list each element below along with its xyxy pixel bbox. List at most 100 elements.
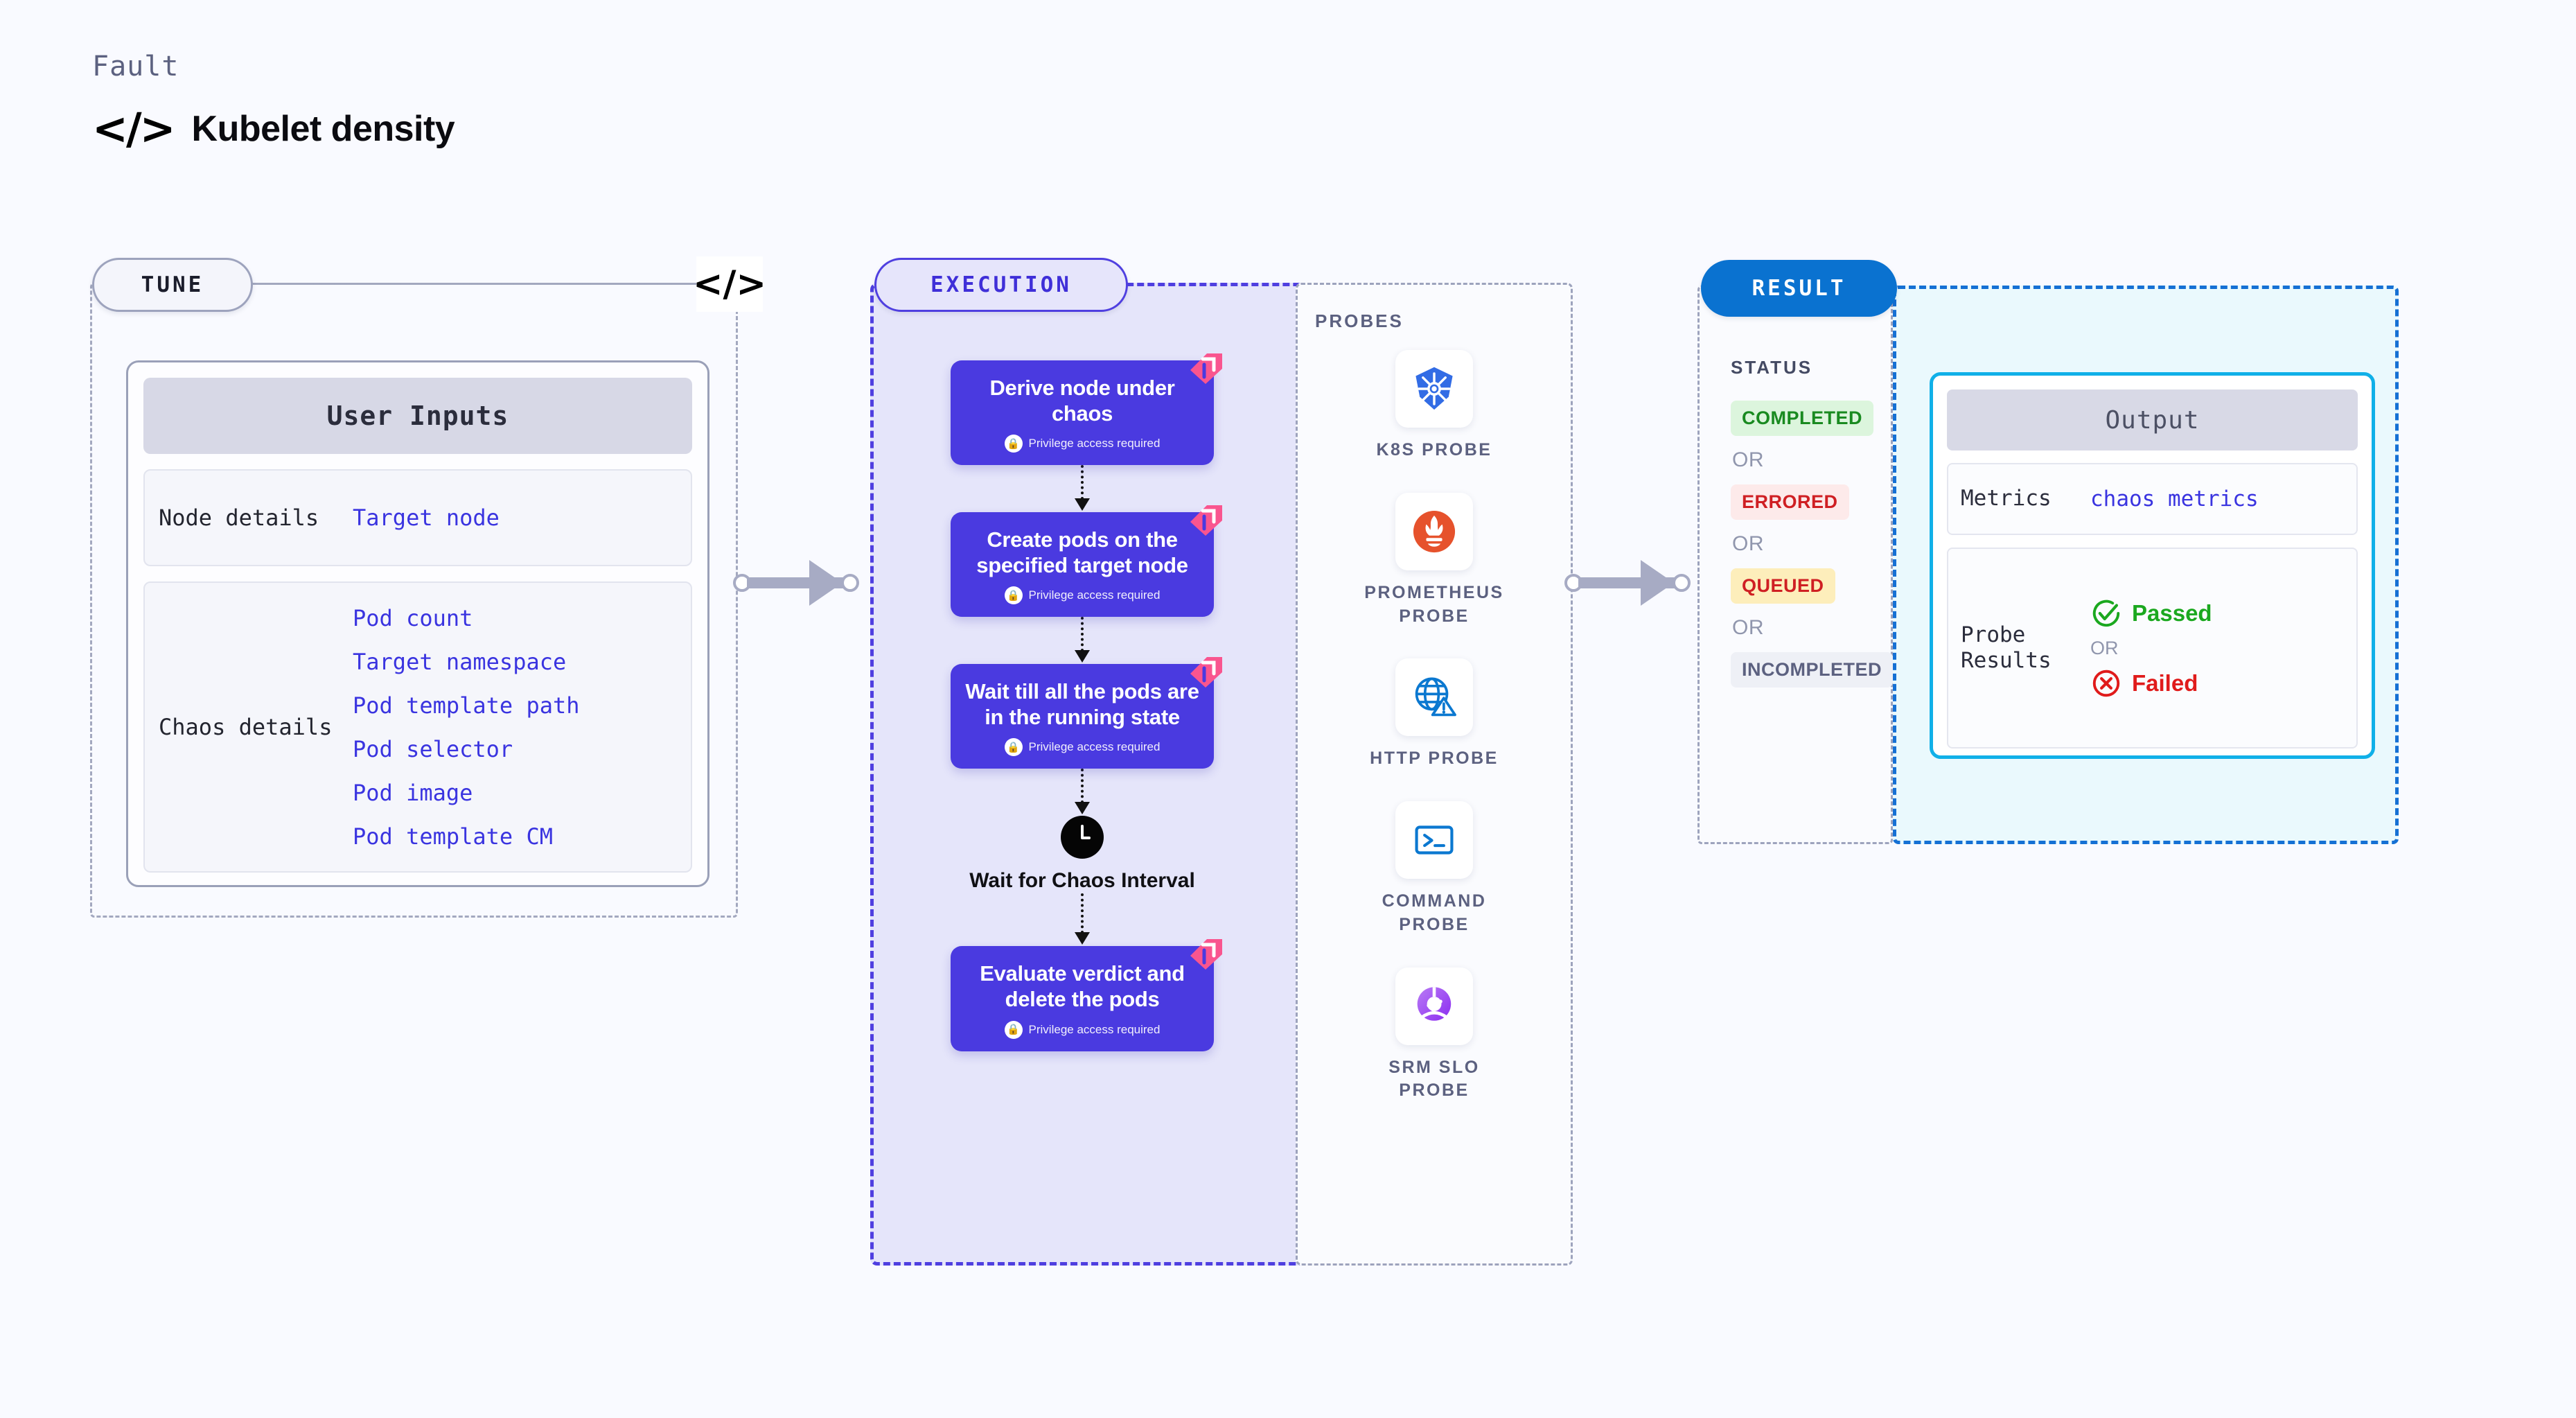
probe-item-k8s[interactable]: K8S PROBE xyxy=(1377,350,1492,462)
lock-icon: 🔒 xyxy=(1004,586,1023,605)
input-target-namespace[interactable]: Target namespace xyxy=(353,648,567,675)
probe-label: K8S PROBE xyxy=(1376,440,1492,459)
probe-label: COMMAND PROBE xyxy=(1382,891,1487,934)
tune-top-dash xyxy=(253,283,714,285)
probes-title: PROBES xyxy=(1315,310,1404,331)
output-metrics-label: Metrics xyxy=(1961,486,2052,511)
lock-icon: 🔒 xyxy=(1004,435,1023,453)
output-metrics-value[interactable]: chaos metrics xyxy=(2090,487,2259,511)
status-list: COMPLETED OR ERRORED OR QUEUED OR INCOMP… xyxy=(1731,401,1894,688)
probe-tile xyxy=(1395,967,1473,1045)
row-label-node-details: Node details xyxy=(159,504,319,531)
arrow-end-dot xyxy=(1673,574,1691,592)
row-label-chaos-details: Chaos details xyxy=(159,713,333,740)
probe-label: SRM SLO PROBE xyxy=(1388,1057,1480,1101)
execution-flow: Derive node under chaos 🔒 Privilege acce… xyxy=(951,353,1222,1051)
http-globe-icon xyxy=(1415,677,1456,717)
status-badge-completed: COMPLETED xyxy=(1731,401,1874,436)
probe-item-http[interactable]: HTTP PROBE xyxy=(1370,658,1499,771)
status-badge-errored: ERRORED xyxy=(1731,484,1849,520)
probes-list: K8S PROBE PROMETHEUS PROBE xyxy=(1358,350,1510,1103)
flow-node-create-pods[interactable]: Create pods on the specified target node… xyxy=(951,505,1222,618)
code-icon: </> xyxy=(92,103,176,154)
srm-slo-icon xyxy=(1417,986,1452,1021)
status-region xyxy=(1697,286,1893,844)
privilege-note-text: Privilege access required xyxy=(1028,1022,1161,1036)
flow-connector xyxy=(951,769,1214,816)
lock-icon: 🔒 xyxy=(1004,738,1023,757)
flow-node-evaluate-verdict[interactable]: Evaluate verdict and delete the pods 🔒 P… xyxy=(951,939,1222,1051)
input-pod-template-path[interactable]: Pod template path xyxy=(353,692,580,719)
connector-arrow xyxy=(1075,802,1090,815)
flow-node-derive-node[interactable]: Derive node under chaos 🔒 Privilege acce… xyxy=(951,353,1222,466)
terminal-icon xyxy=(1415,825,1454,855)
input-pod-selector[interactable]: Pod selector xyxy=(353,735,513,762)
status-or: OR xyxy=(1732,448,1764,471)
input-pod-count[interactable]: Pod count xyxy=(353,604,473,631)
harness-flag-icon xyxy=(1190,353,1222,384)
connector-arrow xyxy=(1075,650,1090,663)
connector-line xyxy=(1081,465,1084,500)
output-card-title: Output xyxy=(1947,389,2358,450)
table-row: Metrics chaos metrics xyxy=(1947,463,2358,535)
arrow-end-dot xyxy=(841,574,859,592)
flow-node-title: Evaluate verdict and delete the pods xyxy=(980,961,1185,1012)
probe-label: HTTP PROBE xyxy=(1370,749,1499,769)
status-badge-queued: QUEUED xyxy=(1731,568,1835,604)
probe-label: PROMETHEUS PROBE xyxy=(1364,582,1504,626)
status-badge-incompleted: INCOMPLETED xyxy=(1731,652,1894,688)
verdict-passed: Passed xyxy=(2090,597,2212,629)
probe-item-srm-slo[interactable]: SRM SLO PROBE xyxy=(1358,967,1510,1103)
input-target-node[interactable]: Target node xyxy=(353,505,500,531)
kubernetes-icon xyxy=(1415,367,1453,410)
arrow-execution-to-result xyxy=(1564,560,1710,610)
output-probe-results-label: Probe Results xyxy=(1961,622,2052,673)
flow-node-title: Wait till all the pods are in the runnin… xyxy=(965,679,1199,729)
row-values-chaos-details: Pod count Target namespace Pod template … xyxy=(353,605,580,850)
execution-badge[interactable]: EXECUTION xyxy=(874,258,1128,312)
verdict-or: OR xyxy=(2090,637,2119,658)
flow-connector xyxy=(951,465,1214,512)
tune-code-icon: </> xyxy=(693,256,766,312)
output-card: Output Metrics chaos metrics Probe Resul… xyxy=(1930,372,2375,759)
table-row: Probe Results Passed OR Faile xyxy=(1947,548,2358,749)
result-badge[interactable]: RESULT xyxy=(1701,260,1897,317)
privilege-note-text: Privilege access required xyxy=(1028,588,1161,602)
table-row: Node details Target node xyxy=(143,469,692,566)
probes-region xyxy=(1296,283,1573,1266)
verdict-failed: Failed xyxy=(2090,667,2212,699)
page-kicker: Fault xyxy=(92,51,179,82)
harness-flag-icon xyxy=(1190,939,1222,970)
connector-line xyxy=(1081,617,1084,652)
verdict-failed-label: Failed xyxy=(2132,669,2198,696)
flow-connector xyxy=(951,893,1214,946)
status-title: STATUS xyxy=(1731,357,1813,378)
connector-arrow xyxy=(1075,498,1090,511)
harness-flag-icon xyxy=(1190,657,1222,688)
page-title-row: </> Kubelet density xyxy=(92,107,455,150)
connector-line xyxy=(1081,769,1084,804)
probe-item-command[interactable]: COMMAND PROBE xyxy=(1358,801,1510,937)
wait-step-label: Wait for Chaos Interval xyxy=(969,869,1195,893)
verdict-stack: Passed OR Failed xyxy=(2090,597,2212,699)
privilege-note-text: Privilege access required xyxy=(1028,740,1161,754)
probe-tile xyxy=(1395,658,1473,737)
wait-for-chaos-interval-step: Wait for Chaos Interval xyxy=(951,816,1214,893)
user-inputs-title: User Inputs xyxy=(143,378,692,454)
row-values-node-details: Target node xyxy=(353,505,500,531)
probe-tile xyxy=(1395,801,1473,879)
flow-node-title: Derive node under chaos xyxy=(989,376,1175,426)
arrow-head xyxy=(809,560,843,606)
status-or: OR xyxy=(1732,532,1764,555)
flow-node-wait-pods-running[interactable]: Wait till all the pods are in the runnin… xyxy=(951,657,1222,769)
x-circle-icon xyxy=(2092,669,2120,697)
table-row: Chaos details Pod count Target namespace… xyxy=(143,581,692,873)
harness-flag-icon xyxy=(1190,505,1222,536)
input-pod-template-cm[interactable]: Pod template CM xyxy=(353,823,553,850)
privilege-note-text: Privilege access required xyxy=(1028,437,1161,450)
probe-item-prometheus[interactable]: PROMETHEUS PROBE xyxy=(1358,492,1510,629)
privilege-note: 🔒 Privilege access required xyxy=(964,1020,1200,1039)
probe-tile xyxy=(1395,350,1473,428)
input-pod-image[interactable]: Pod image xyxy=(353,779,473,806)
tune-badge[interactable]: TUNE xyxy=(92,258,253,312)
